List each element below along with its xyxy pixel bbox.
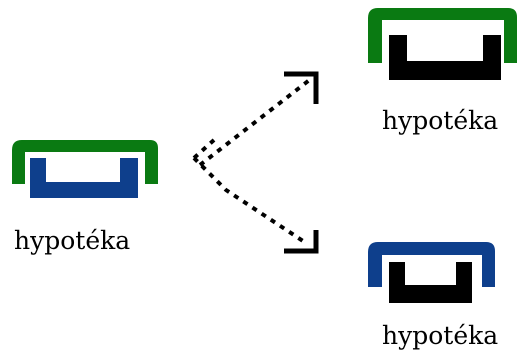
dotted-arrow-down-right-icon — [284, 230, 319, 254]
bottom-inner-bracket — [389, 262, 472, 303]
bottom-outer-bracket — [368, 242, 495, 287]
top-tray-icon — [368, 8, 517, 80]
branch-arrows — [192, 71, 319, 254]
left-outer-bracket — [12, 140, 158, 184]
top-inner-bracket — [389, 35, 501, 80]
arrow-down-line — [192, 156, 308, 245]
bottom-tray-icon — [368, 242, 495, 303]
top-outer-bracket — [368, 8, 517, 63]
bottom-caption: hypotéka — [382, 321, 499, 350]
top-caption: hypotéka — [382, 106, 499, 135]
left-inner-bracket — [30, 158, 138, 198]
left-tray-icon — [12, 140, 158, 198]
arrow-up-line — [192, 76, 314, 167]
dotted-arrow-up-right-icon — [284, 71, 319, 104]
left-caption: hypotéka — [14, 226, 131, 255]
